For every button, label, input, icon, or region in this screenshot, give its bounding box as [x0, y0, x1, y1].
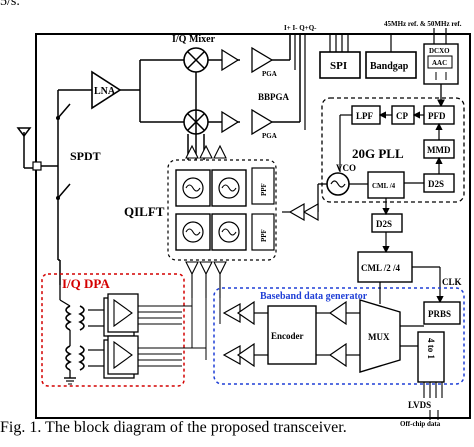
bandgap-label: Bandgap	[370, 61, 409, 72]
mixer-i	[183, 47, 209, 73]
ppf-block-1	[251, 167, 275, 205]
spdt-switch	[41, 89, 92, 285]
dpa-cell-stack-2	[103, 335, 139, 379]
qilft-osc-2	[211, 169, 247, 207]
ppf-label-2: PPF	[260, 229, 268, 242]
qilft-group	[167, 159, 277, 261]
pga-i-1	[221, 48, 240, 72]
four-to-one-block	[417, 331, 445, 383]
encoder-label: Encoder	[271, 331, 304, 341]
d2s-label-mid: D2S	[376, 219, 392, 229]
pga-q-2	[251, 108, 274, 136]
cml24-block	[357, 251, 413, 283]
aac-block	[427, 55, 453, 69]
qilft-arrow-up-3	[213, 144, 227, 159]
qilft-arrow-down-2	[199, 261, 213, 276]
baseband-label: Baseband data generator	[260, 291, 368, 302]
buffer-2	[288, 202, 305, 222]
dpa-transformer-1	[65, 305, 85, 331]
pga-label-1: PGA	[262, 70, 277, 78]
qilft-osc-4	[211, 213, 247, 251]
pga-q-1	[221, 110, 240, 134]
dpa-cell-stack-1	[103, 293, 139, 337]
iq-pins-label: I+ I- Q+Q-	[284, 24, 317, 32]
cp-label: CP	[396, 111, 408, 121]
driver-tri-6	[328, 342, 347, 368]
top-text-fragment: 5/s.	[0, 0, 20, 9]
spi-label: SPI	[330, 60, 347, 72]
qilft-arrow-down-1	[185, 261, 199, 276]
lna-label: LNA	[94, 86, 116, 97]
iq-dpa-label: I/Q DPA	[62, 276, 110, 291]
ground-icon	[64, 377, 76, 385]
iq-mixer-label: I/Q Mixer	[172, 34, 216, 45]
dcxo-label: DCXO	[429, 47, 450, 55]
ref-clock-label: 45MHz ref. & 50MHz ref.	[384, 20, 462, 28]
qilft-arrow-up-2	[199, 144, 213, 159]
prbs-block	[423, 301, 461, 325]
driver-tri-5	[328, 300, 347, 326]
pll-group	[321, 97, 465, 203]
chip-outline	[35, 33, 471, 419]
pll-label: 20G PLL	[352, 146, 404, 161]
offchip-label: Off-chip data	[400, 420, 441, 428]
prbs-label: PRBS	[428, 309, 451, 319]
spi-block	[319, 51, 361, 79]
lpf-label: LPF	[356, 111, 374, 121]
qilft-arrow-down-3	[213, 261, 227, 276]
mmd-label: MMD	[427, 145, 451, 155]
pad-square	[32, 161, 42, 171]
pga-i-2	[251, 46, 274, 74]
lvds-label: LVDS	[408, 400, 431, 410]
bbpga-label: BBPGA	[258, 92, 290, 102]
ppf-label-1: PPF	[260, 183, 268, 196]
d2s-label-pll: D2S	[428, 179, 444, 189]
buffer-1	[302, 202, 319, 222]
mux-block	[359, 299, 401, 373]
iq-dpa-group	[41, 273, 185, 387]
spdt-label: SPDT	[70, 149, 101, 163]
qilft-arrow-up-1	[185, 144, 199, 159]
encoder-block	[267, 305, 317, 365]
figure-caption: Fig. 1. The block diagram of the propose…	[0, 419, 347, 436]
aac-label: AAC	[432, 59, 447, 67]
lna-triangle	[91, 70, 122, 110]
cml24-label-line: CML /2 /4	[361, 263, 401, 273]
cml4-label: CML /4	[372, 182, 396, 190]
four-to-one-label: 4 to 1	[426, 338, 436, 359]
qilft-osc-3	[175, 213, 211, 251]
mux-label: MUX	[368, 332, 390, 342]
clk-label: CLK	[442, 277, 462, 287]
vco-label: VCO	[336, 163, 356, 173]
baseband-group	[213, 287, 465, 385]
pfd-label: PFD	[428, 111, 446, 121]
qilft-osc-1	[175, 169, 211, 207]
ppf-block-2	[251, 213, 275, 251]
dpa-transformer-2	[65, 345, 85, 371]
qilft-label: QILFT	[124, 204, 165, 219]
pga-label-2: PGA	[262, 132, 277, 140]
